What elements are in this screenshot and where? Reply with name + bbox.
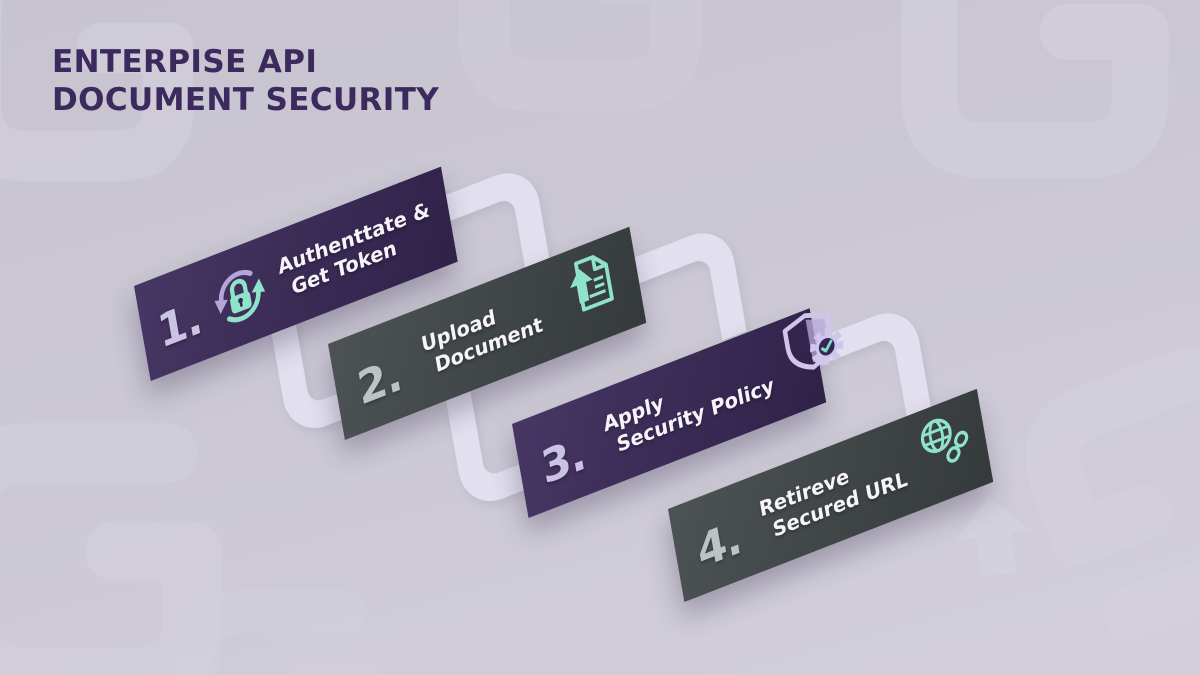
step-number: 2.	[353, 347, 406, 416]
step-label: Retireve Secured URL	[746, 443, 909, 550]
step-number: 3.	[537, 426, 589, 495]
page-title: ENTERPISE API DOCUMENT SECURITY	[52, 44, 439, 120]
shield-gear-check-icon	[774, 295, 852, 390]
brand-watermark	[870, 0, 1200, 210]
brand-watermark	[150, 565, 410, 675]
globe-link-icon	[909, 398, 978, 483]
page-title-line1: ENTERPISE API	[52, 44, 318, 80]
step-number: 1.	[153, 291, 206, 360]
page-title-line2: DOCUMENT SECURITY	[52, 81, 440, 118]
step-label: Apply Security Policy	[590, 350, 776, 466]
brand-watermark	[965, 285, 1200, 675]
step-card-authenticate: 1. Authenttate & Get Token	[134, 166, 458, 381]
brand-watermark	[0, 0, 222, 210]
up-arrow-watermark	[931, 471, 1055, 595]
brand-watermark	[0, 390, 255, 675]
step-card-upload: 2. Upload Document	[328, 226, 647, 440]
upload-document-icon	[550, 242, 621, 329]
lock-sync-icon	[206, 253, 275, 338]
step-card-retrieve-url: 4. Retireve Secured URL	[668, 388, 994, 602]
step-label: Authenttate & Get Token	[276, 197, 435, 304]
step-number: 4.	[693, 511, 745, 579]
step-card-apply-policy: 3. Apply Security Policy	[512, 308, 844, 518]
brand-watermark	[430, 0, 730, 140]
